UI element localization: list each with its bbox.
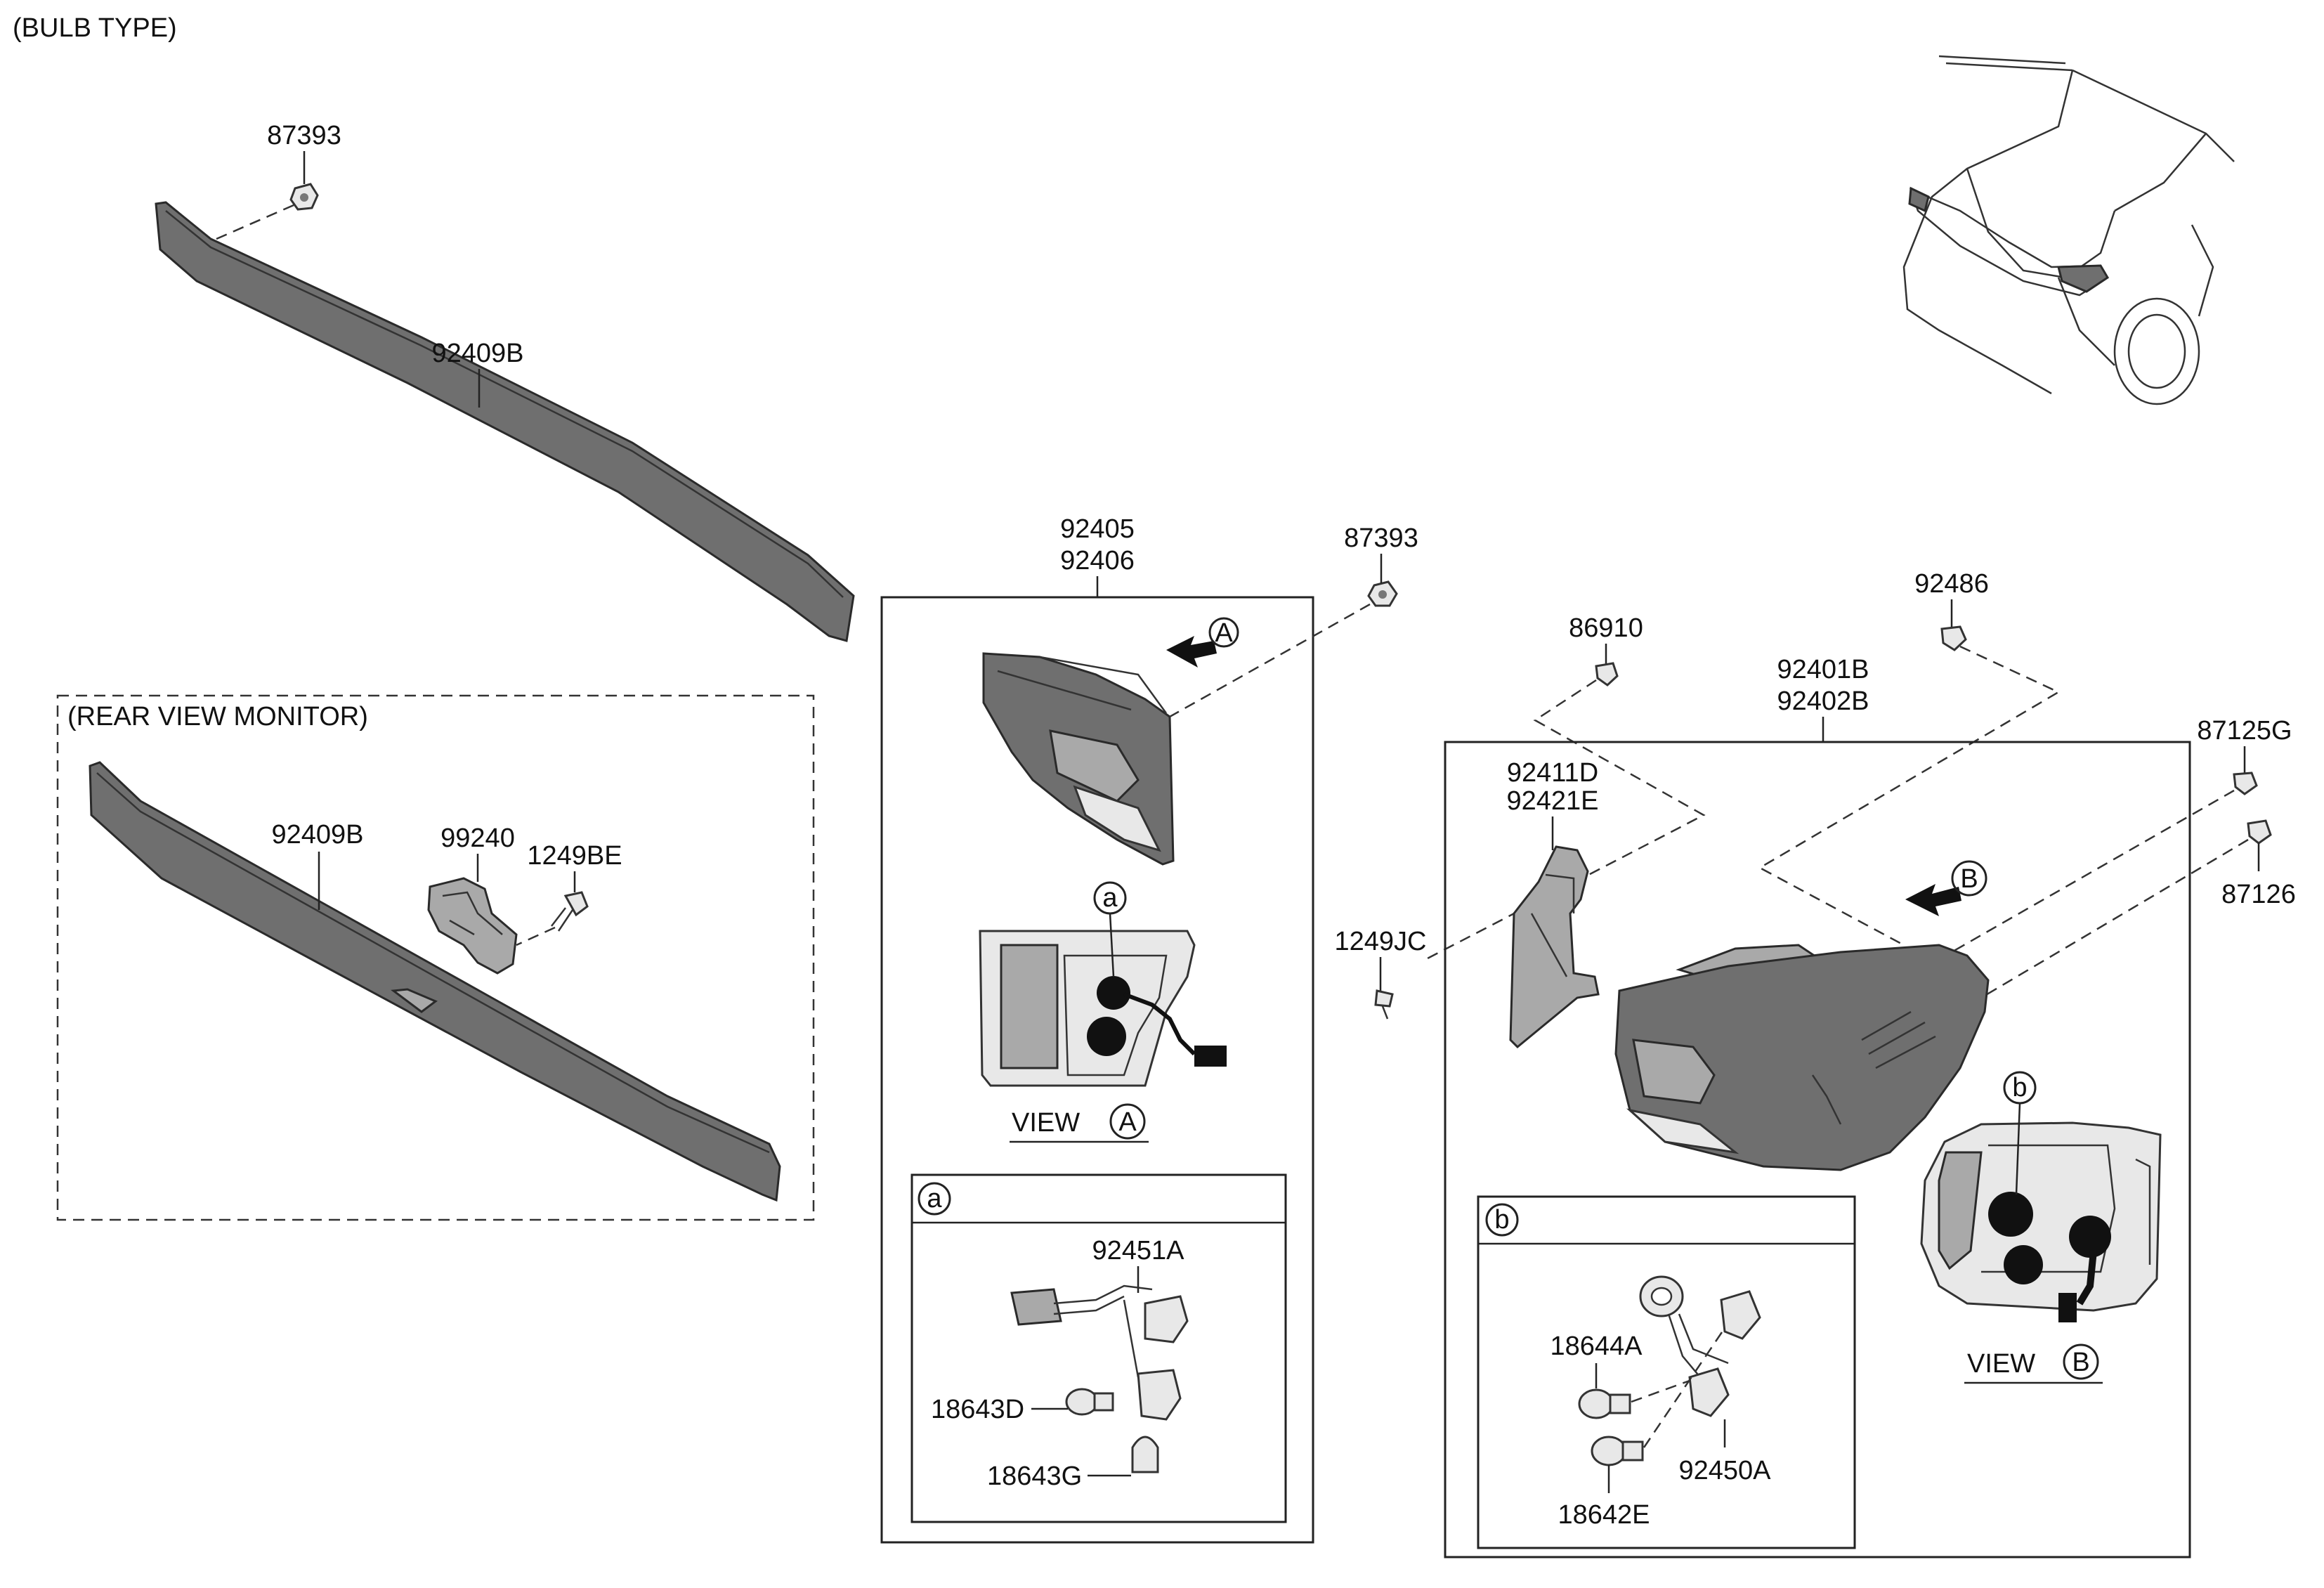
leader-callout-a <box>1109 913 1115 977</box>
label-92451a: 92451A <box>1092 1236 1184 1265</box>
label-86910: 86910 <box>1569 613 1643 643</box>
bulb-18643d <box>1065 1388 1114 1416</box>
label-92450a: 92450A <box>1678 1456 1771 1485</box>
label-18642e: 18642E <box>1558 1500 1650 1530</box>
bulb-socket-92450a <box>1639 1275 1761 1417</box>
label-92411d: 92411D <box>1507 758 1598 788</box>
dash-87125g <box>1951 789 2235 954</box>
label-87126: 87126 <box>2221 880 2296 909</box>
bulb-18642e <box>1591 1436 1644 1466</box>
view-b-circle <box>2063 1343 2099 1380</box>
label-1249be: 1249BE <box>527 841 622 871</box>
label-92402b: 92402B <box>1777 686 1869 716</box>
clip-86910 <box>1595 662 1619 686</box>
screw-1249be <box>551 891 589 932</box>
label-92406: 92406 <box>1060 546 1135 575</box>
label-87125g: 87125G <box>2197 716 2292 746</box>
view-a-arrow-letter: A <box>1215 618 1233 648</box>
label-99240: 99240 <box>440 824 515 853</box>
bulb-18643g <box>1131 1436 1159 1473</box>
dash-18644a <box>1631 1379 1690 1403</box>
rear-view-monitor-title: (REAR VIEW MONITOR) <box>67 702 368 731</box>
detail-a-letter: a <box>927 1184 942 1213</box>
view-arrow-a: A <box>1166 617 1239 668</box>
leader-callout-b <box>2015 1102 2021 1195</box>
view-a-letter: A <box>1118 1107 1137 1137</box>
label-92486: 92486 <box>1914 569 1989 599</box>
label-18643d: 18643D <box>931 1395 1024 1424</box>
detail-a-circle <box>918 1182 951 1216</box>
bulb-type-caption: (BULB TYPE) <box>13 13 177 43</box>
outer-lamp-box <box>1444 741 2191 1558</box>
detail-b-box <box>1477 1195 1856 1549</box>
label-1249jc: 1249JC <box>1335 927 1427 956</box>
view-arrow-b: B <box>1905 860 1987 916</box>
dash-18642e <box>1643 1327 1726 1448</box>
screw-87126 <box>2247 819 2272 845</box>
fastener-nut-87393-mid <box>1367 580 1398 607</box>
dash-87126 <box>1980 838 2249 999</box>
dash-87393-mid <box>1169 603 1371 718</box>
label-92409b-top: 92409B <box>431 339 523 368</box>
dash-1249be <box>516 926 556 946</box>
view-b-letter: B <box>2072 1348 2089 1377</box>
camera-module-99240 <box>427 877 518 975</box>
screw-87125g <box>2233 772 2258 795</box>
detail-b-circle <box>1485 1203 1519 1237</box>
bulb-18644a <box>1578 1388 1631 1419</box>
view-b-lamp-back <box>1920 1121 2162 1322</box>
inner-lamp-box <box>880 596 1314 1544</box>
view-a-lamp-back <box>979 930 1227 1087</box>
garnish-strip-top <box>155 201 855 642</box>
vehicle-rear-view-illustration <box>1902 55 2235 405</box>
view-a-label: VIEW <box>1012 1108 1080 1138</box>
garnish-strip-rvm <box>89 761 781 1202</box>
dash-92486 <box>1758 645 2061 946</box>
label-18643g: 18643G <box>987 1462 1082 1491</box>
label-92405: 92405 <box>1060 514 1135 544</box>
view-b-arrow-letter: B <box>1960 864 1978 894</box>
dash-87393-top <box>216 204 294 240</box>
label-92401b: 92401B <box>1777 655 1869 684</box>
outer-tail-lamp-92401b <box>1614 944 1990 1171</box>
screw-1249jc <box>1374 989 1394 1020</box>
label-87393-mid: 87393 <box>1344 523 1418 553</box>
bulb-socket-92451a <box>1010 1284 1189 1421</box>
clip-92486 <box>1940 625 1967 651</box>
view-a-circle <box>1109 1103 1146 1140</box>
detail-a-box <box>910 1173 1287 1523</box>
label-92421e: 92421E <box>1506 786 1598 816</box>
bracket-92411d <box>1509 845 1600 1049</box>
label-18644a: 18644A <box>1550 1332 1643 1361</box>
label-87393-top: 87393 <box>267 121 341 150</box>
callout-b-letter: b <box>2012 1073 2027 1102</box>
callout-a-letter: a <box>1102 883 1118 913</box>
view-b-label: VIEW <box>1967 1349 2035 1379</box>
label-92409b-rvm: 92409B <box>271 820 363 850</box>
detail-b-letter: b <box>1494 1205 1509 1235</box>
fastener-nut-87393-top <box>289 183 319 211</box>
inner-tail-lamp-92405 <box>982 652 1175 866</box>
